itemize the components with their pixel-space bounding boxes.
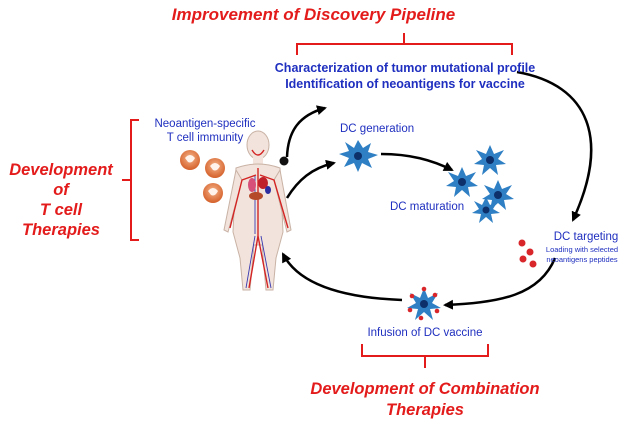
arrow-body-to-discovery [285, 105, 327, 158]
combination-bracket [361, 344, 489, 368]
tcell-therapies-title: Development of T cell Therapies [0, 160, 122, 240]
dc-generation-label: DC generation [340, 123, 415, 135]
tcell-title-line2: T cell Therapies [22, 201, 100, 239]
arrow-vaccine-to-body [281, 252, 403, 302]
dc-maturation-label: DC maturation [390, 201, 465, 213]
arrow-generation-to-maturation [380, 152, 454, 172]
human-body-icon [223, 130, 292, 291]
t-cell-icon [180, 150, 200, 170]
characterization-label: Characterization of tumor mutational pro… [274, 61, 536, 75]
workflow-arrows [281, 70, 593, 310]
identification-label: Identification of neoantigens for vaccin… [285, 77, 525, 91]
infusion-label: Infusion of DC vaccine [367, 327, 483, 339]
dendritic-cell-icon [339, 140, 378, 172]
tcell-title-line1: Development of [9, 161, 113, 199]
arrow-body-to-dc-generation [285, 159, 336, 199]
discovery-bracket [296, 33, 513, 55]
marker-dot-icon [279, 156, 289, 166]
discovery-text: Characterization of tumor mutational pro… [270, 60, 540, 92]
peptide-dots-icon [518, 239, 537, 268]
neoantigen-label: Neoantigen-specific T cell immunity [150, 117, 260, 145]
combination-therapies-title: Development of Combination Therapies [260, 379, 590, 421]
neoantigen-line1: Neoantigen-specific [154, 118, 256, 130]
neoantigen-line2: T cell immunity [166, 132, 244, 144]
arrow-targeting-to-vaccine [443, 257, 557, 310]
arrow-discovery-to-targeting [516, 70, 593, 222]
combination-title-line2: Therapies [386, 401, 464, 419]
loading-line1: Loading with selected [545, 245, 619, 254]
combination-title-line1: Development of Combination [310, 380, 540, 398]
t-cell-icon [205, 158, 225, 178]
t-cell-icon [203, 183, 223, 203]
dc-targeting-label: DC targeting [553, 231, 619, 243]
dc-vaccine-icon [407, 286, 441, 321]
loading-label: Loading with selected neoantigens peptid… [538, 245, 626, 265]
discovery-title: Improvement of Discovery Pipeline [171, 5, 456, 24]
loading-line2: neoantigens peptides [546, 255, 618, 264]
tcell-bracket [122, 119, 139, 241]
mature-dendritic-cell-icon [446, 145, 514, 223]
